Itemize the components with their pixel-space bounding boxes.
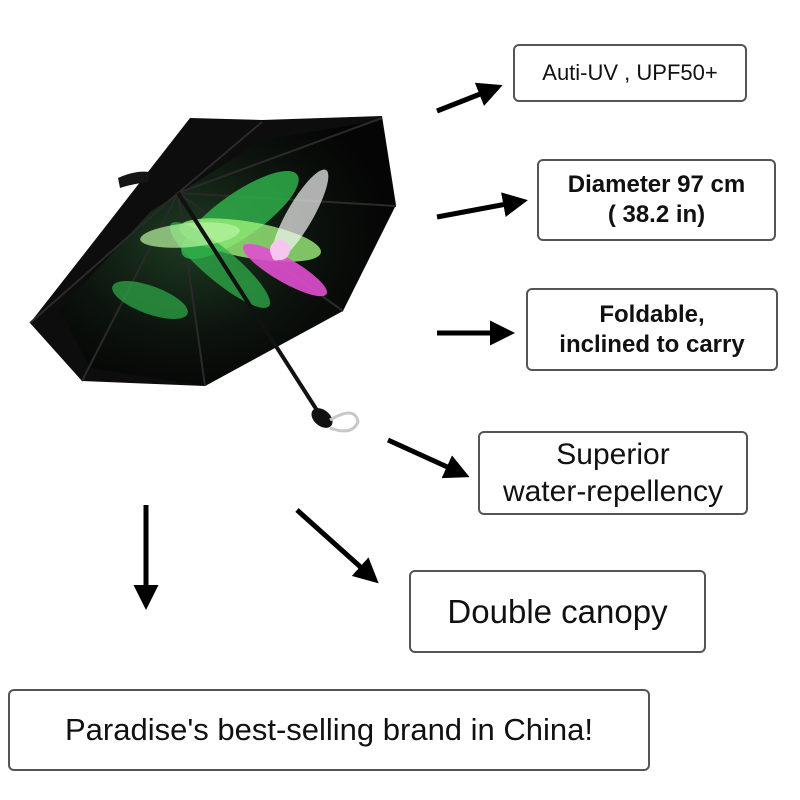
arrow-to-canopy	[295, 508, 379, 584]
umbrella-strap	[329, 411, 360, 433]
brand-banner: Paradise's best-selling brand in China!	[8, 689, 650, 771]
uv-protection-label: Auti-UV , UPF50+	[513, 44, 747, 102]
pointer-arrows	[133, 82, 528, 610]
umbrella-handle	[311, 408, 333, 428]
uv-protection-text: Auti-UV , UPF50+	[542, 60, 718, 86]
arrow-to-uv	[436, 82, 503, 114]
double-canopy-label: Double canopy	[409, 570, 706, 653]
arrow-to-diameter	[436, 192, 528, 220]
diameter-cm-text: Diameter 97 cm	[567, 171, 746, 198]
diameter-label: Diameter 97 cm ( 38.2 in)	[537, 159, 776, 241]
umbrella-tip	[118, 171, 150, 188]
diameter-inches-text: ( 38.2 in)	[607, 201, 706, 228]
umbrella-icon	[29, 116, 397, 433]
water-repellency-label: Superior water-repellency	[478, 431, 748, 515]
water-line1-text: Superior	[556, 437, 670, 471]
brand-banner-text: Paradise's best-selling brand in China!	[64, 711, 594, 747]
flower-print	[112, 169, 329, 319]
double-canopy-text: Double canopy	[447, 592, 668, 630]
water-line2-text: water-repellency	[502, 475, 724, 508]
foldable-title-text: Foldable,	[599, 300, 705, 328]
umbrella-shaft	[176, 191, 322, 417]
foldable-label: Foldable, inclined to carry	[526, 288, 778, 371]
arrow-to-water	[386, 437, 470, 479]
foldable-detail-text: inclined to carry	[559, 330, 745, 358]
